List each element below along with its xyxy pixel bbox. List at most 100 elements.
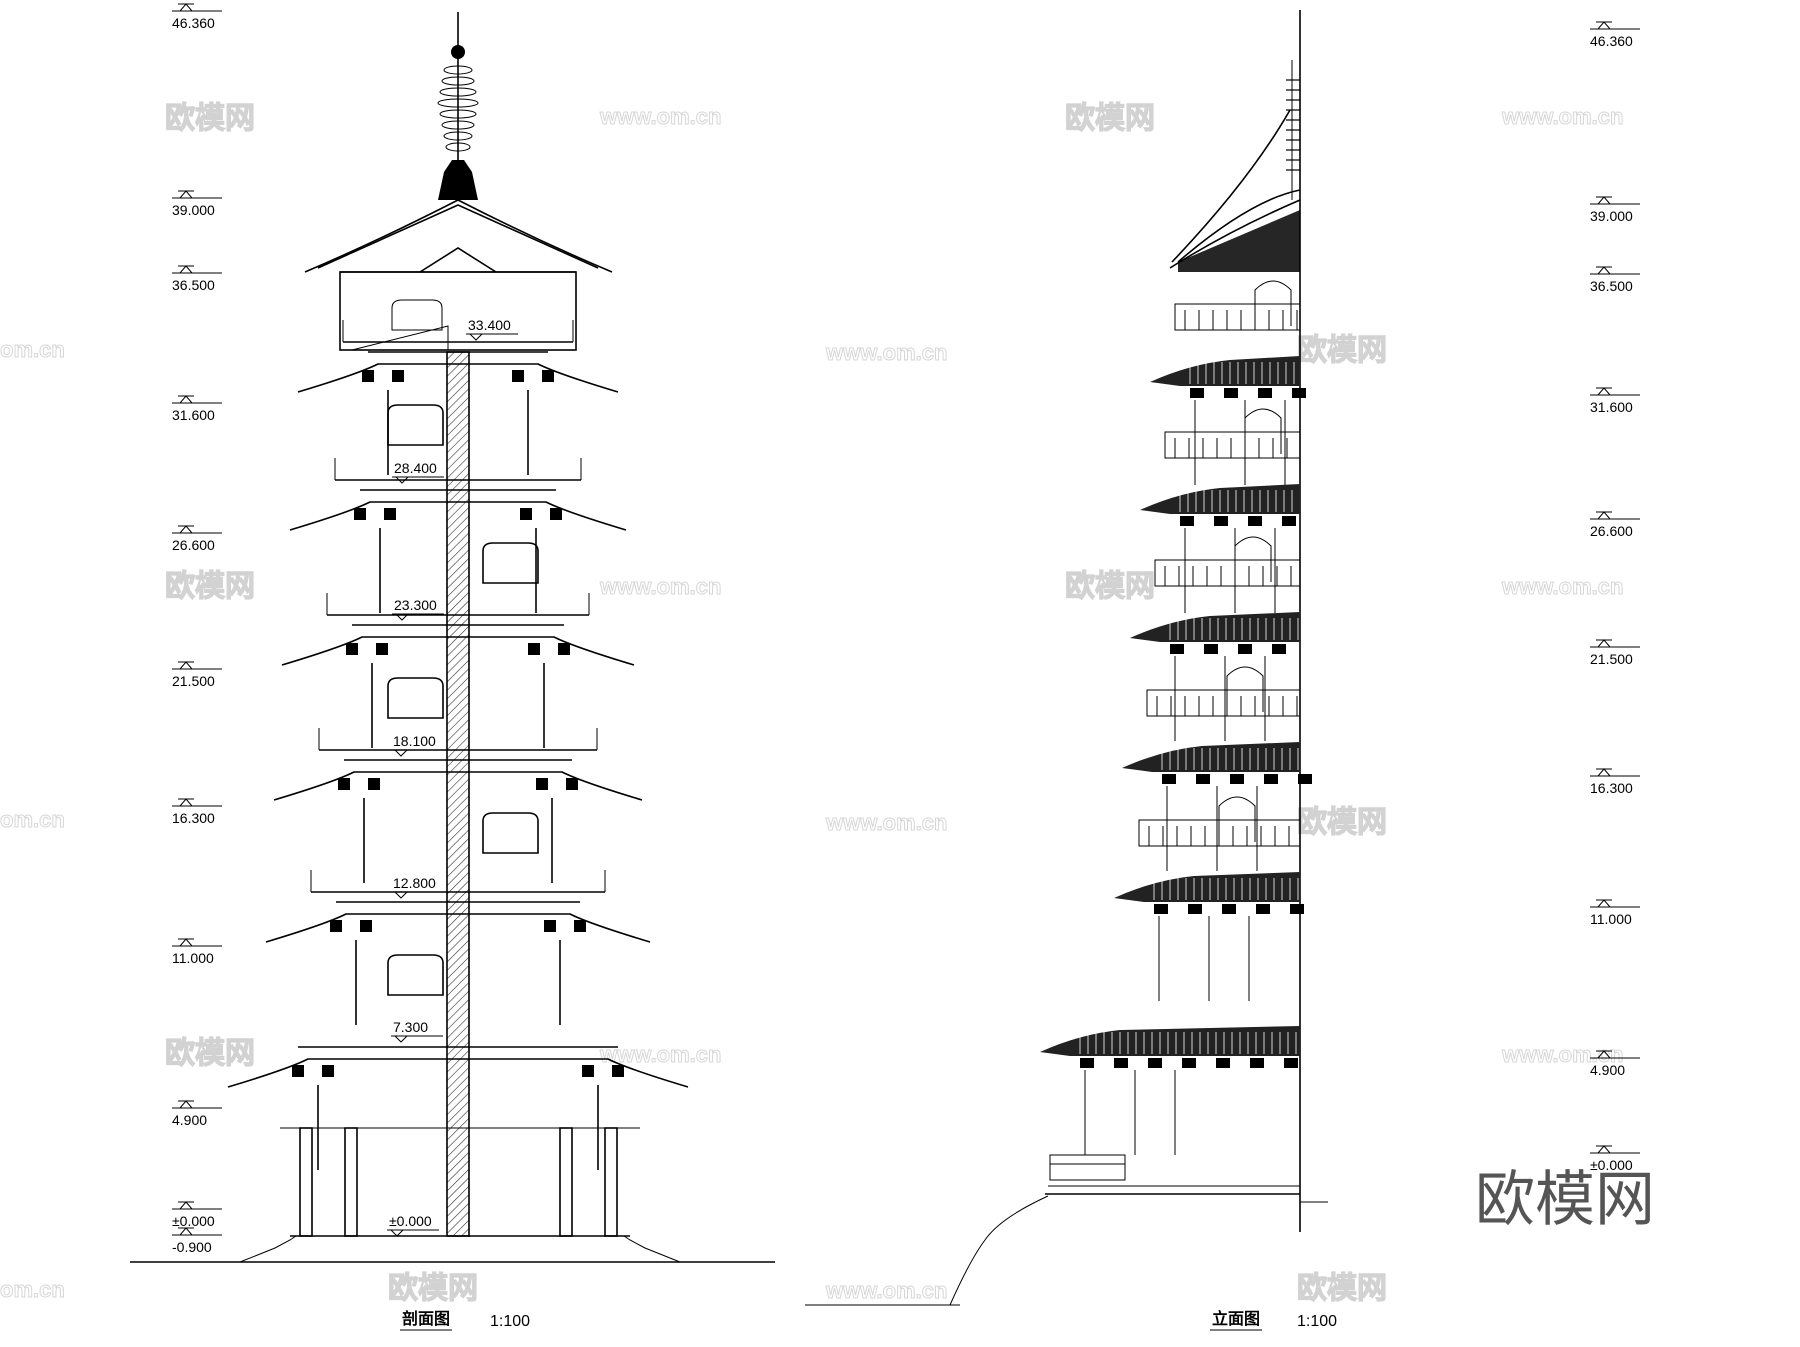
elevation-level-mark-text: 39.000: [1590, 208, 1633, 224]
floor-level-mark: 12.800: [391, 875, 443, 899]
section-level-mark: 4.900: [172, 1100, 222, 1128]
section-left-steps: [239, 1235, 297, 1263]
section-level-mark-text: 16.300: [172, 810, 215, 826]
watermark-brand: 欧模网: [1297, 1271, 1387, 1306]
section-level-marks: 46.360 39.000 36.500 31.600 26.600 21.500 16.3…: [172, 3, 222, 1255]
pagoda-elevation-drawing: [805, 10, 1328, 1306]
section-level-mark: 21.500: [172, 661, 222, 689]
section-level-mark: 26.600: [172, 525, 222, 553]
watermark-url: www.om.cn: [599, 574, 721, 599]
section-level-mark: 11.000: [172, 938, 222, 966]
section-floor-marks: 33.40028.40023.30018.10012.8007.300±0.00…: [387, 317, 518, 1237]
elevation-tier: [1040, 1026, 1300, 1155]
section-level-mark-text: 36.500: [172, 277, 215, 293]
section-top-roof: [304, 199, 613, 351]
elevation-level-mark: 11.000: [1590, 899, 1640, 927]
central-core-column: [446, 351, 470, 1237]
elevation-tier: [1150, 280, 1306, 485]
elevation-level-mark-text: 21.500: [1590, 651, 1633, 667]
section-level-mark: 39.000: [172, 190, 222, 218]
section-level-mark: 31.600: [172, 395, 222, 423]
elevation-level-mark-text: 26.600: [1590, 523, 1633, 539]
elevation-level-mark-text: ±0.000: [1590, 1157, 1633, 1173]
floor-level-text: 33.400: [468, 317, 511, 333]
watermark-url: www.om.cn: [1501, 104, 1623, 129]
elevation-level-mark-text: 36.500: [1590, 278, 1633, 294]
watermark-url: www.om.cn: [825, 340, 947, 365]
watermark-brand: 欧模网: [388, 1271, 478, 1306]
pagoda-section-drawing: [130, 12, 775, 1263]
section-tier: [289, 458, 627, 613]
elevation-tier: [1140, 408, 1301, 613]
section-level-mark: 46.360: [172, 3, 222, 31]
floor-level-text: 18.100: [393, 733, 436, 749]
section-scale: 1:100: [490, 1313, 530, 1330]
section-level-mark-text: 26.600: [172, 537, 215, 553]
elevation-level-mark-text: 31.600: [1590, 399, 1633, 415]
elevation-level-mark: 16.300: [1590, 768, 1640, 796]
elevation-level-mark: 4.900: [1590, 1050, 1640, 1078]
section-level-mark-text: 21.500: [172, 673, 215, 689]
section-level-mark-text: -0.900: [172, 1239, 212, 1255]
watermark-url: www.om.cn: [599, 104, 721, 129]
elevation-level-mark: 31.600: [1590, 387, 1640, 415]
section-spire: [438, 12, 478, 200]
elevation-tier: [1130, 536, 1301, 741]
floor-level-text: 28.400: [394, 460, 437, 476]
section-title-block: 剖面图 1:100: [400, 1309, 530, 1331]
elevation-level-mark: 46.360: [1590, 21, 1640, 49]
section-level-mark-text: 4.900: [172, 1112, 207, 1128]
elevation-level-mark: 39.000: [1590, 196, 1640, 224]
elevation-slope: [949, 1195, 1049, 1306]
section-level-mark-text: 46.360: [172, 15, 215, 31]
floor-level-text: ±0.000: [389, 1213, 432, 1229]
watermark-url: www.om.cn: [825, 1278, 947, 1303]
elevation-level-mark: 36.500: [1590, 266, 1640, 294]
floor-level-mark: 23.300: [392, 597, 444, 621]
elevation-tier: [1114, 796, 1304, 1001]
section-level-mark-text: ±0.000: [172, 1213, 215, 1229]
section-tier: [227, 1046, 689, 1170]
watermark-url-partial: om.cn: [0, 807, 65, 832]
section-tier: [281, 593, 635, 748]
elevation-tier: [1122, 666, 1312, 871]
elevation-scale: 1:100: [1297, 1313, 1337, 1330]
elevation-top-roof: [1169, 60, 1301, 272]
section-tier: [273, 728, 643, 883]
floor-level-text: 23.300: [394, 597, 437, 613]
elevation-level-mark-text: 16.300: [1590, 780, 1633, 796]
watermark-url: www.om.cn: [1501, 1042, 1623, 1067]
section-level-mark: ±0.000: [172, 1201, 222, 1229]
section-title: 剖面图: [402, 1309, 450, 1328]
watermark-brand: 欧模网: [1065, 101, 1155, 136]
elevation-level-marks: 46.360 39.000 36.500 31.600 26.600 21.500 16.3…: [1590, 21, 1640, 1173]
spire-rings: [437, 65, 479, 152]
section-roof-tiers: [227, 320, 689, 1170]
watermark-brand: 欧模网: [165, 1036, 255, 1071]
watermark-url-partial: om.cn: [0, 337, 65, 362]
elevation-level-mark-text: 11.000: [1590, 911, 1632, 927]
section-level-mark-text: 31.600: [172, 407, 215, 423]
section-level-mark-text: 11.000: [172, 950, 214, 966]
watermark-brand: 欧模网: [1297, 805, 1387, 840]
watermark-url: www.om.cn: [1501, 574, 1623, 599]
section-level-mark-text: 39.000: [172, 202, 215, 218]
elevation-title-block: 立面图 1:100: [1210, 1309, 1337, 1331]
elevation-roof-tiers: [1040, 280, 1312, 1155]
floor-level-mark: 18.100: [391, 733, 443, 757]
floor-level-mark: 28.400: [392, 460, 444, 484]
watermark-brand: 欧模网: [1297, 333, 1387, 368]
floor-level-mark: ±0.000: [387, 1213, 439, 1237]
ground-floor-columns: [280, 1127, 640, 1237]
brand-logo: 欧模网: [1475, 1165, 1655, 1235]
watermark-brand: 欧模网: [1065, 569, 1155, 604]
elevation-base-terrace: [1045, 1154, 1300, 1195]
section-level-mark: 16.300: [172, 798, 222, 826]
elevation-level-mark: 26.600: [1590, 511, 1640, 539]
elevation-level-mark: 21.500: [1590, 639, 1640, 667]
watermark-url: www.om.cn: [825, 810, 947, 835]
section-tier: [297, 320, 619, 475]
section-level-mark: -0.900: [172, 1227, 222, 1255]
